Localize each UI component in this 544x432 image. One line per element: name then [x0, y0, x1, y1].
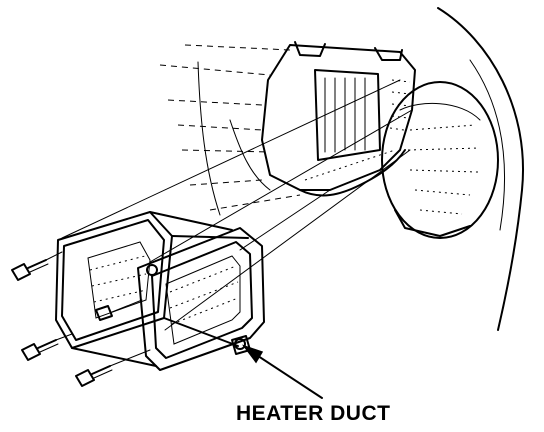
screws: [11, 251, 151, 387]
reference-lines: [159, 44, 301, 216]
body-outline: [437, 7, 524, 331]
callout-arrow-icon: [241, 344, 323, 399]
heater-duct-part: [55, 211, 265, 371]
screw-icon: [11, 259, 49, 281]
heater-duct-label: HEATER DUCT: [236, 402, 391, 425]
heater-unit: [261, 41, 499, 239]
screw-icon: [75, 365, 113, 387]
screw-icon: [21, 339, 59, 361]
